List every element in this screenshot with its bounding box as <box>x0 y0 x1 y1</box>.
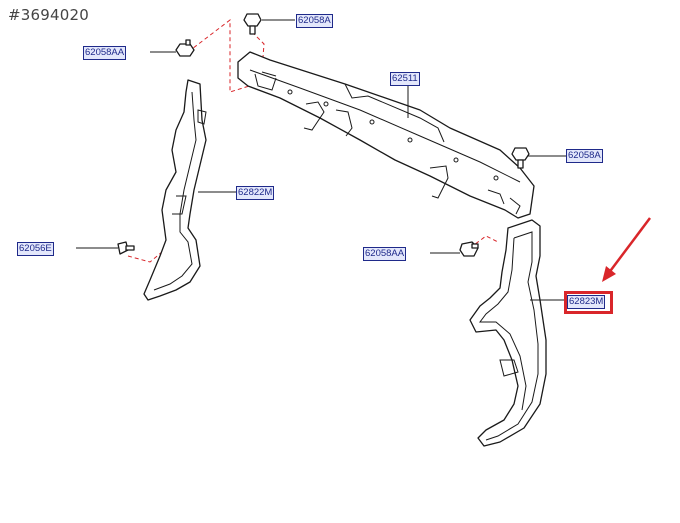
bolt-62056e-left-icon <box>117 241 135 255</box>
part-label-62511[interactable]: 62511 <box>390 72 420 86</box>
part-label-62058a-top[interactable]: 62058A <box>296 14 333 28</box>
bolt-62058a-top-icon <box>243 13 262 35</box>
part-label-62822m[interactable]: 62822M <box>236 186 275 200</box>
highlight-box <box>564 291 613 314</box>
part-label-62056e[interactable]: 62056E <box>17 242 54 256</box>
side-seal-right <box>469 219 547 447</box>
bolt-62058aa-top-left-icon <box>175 39 195 57</box>
bolt-62058a-right-icon <box>511 147 530 169</box>
part-label-62058a-right[interactable]: 62058A <box>566 149 603 163</box>
highlight-arrow-icon <box>602 217 651 282</box>
reference-id: #3694020 <box>8 6 89 24</box>
part-label-62823m[interactable]: 62823M <box>567 295 606 309</box>
radiator-core-support-upper <box>237 51 535 219</box>
part-label-62058aa-top[interactable]: 62058AA <box>83 46 127 60</box>
leader-lines <box>76 19 566 301</box>
part-label-62058aa-lower[interactable]: 62058AA <box>363 247 407 261</box>
side-seal-left <box>143 79 207 301</box>
bolt-62058aa-lower-icon <box>459 241 479 257</box>
